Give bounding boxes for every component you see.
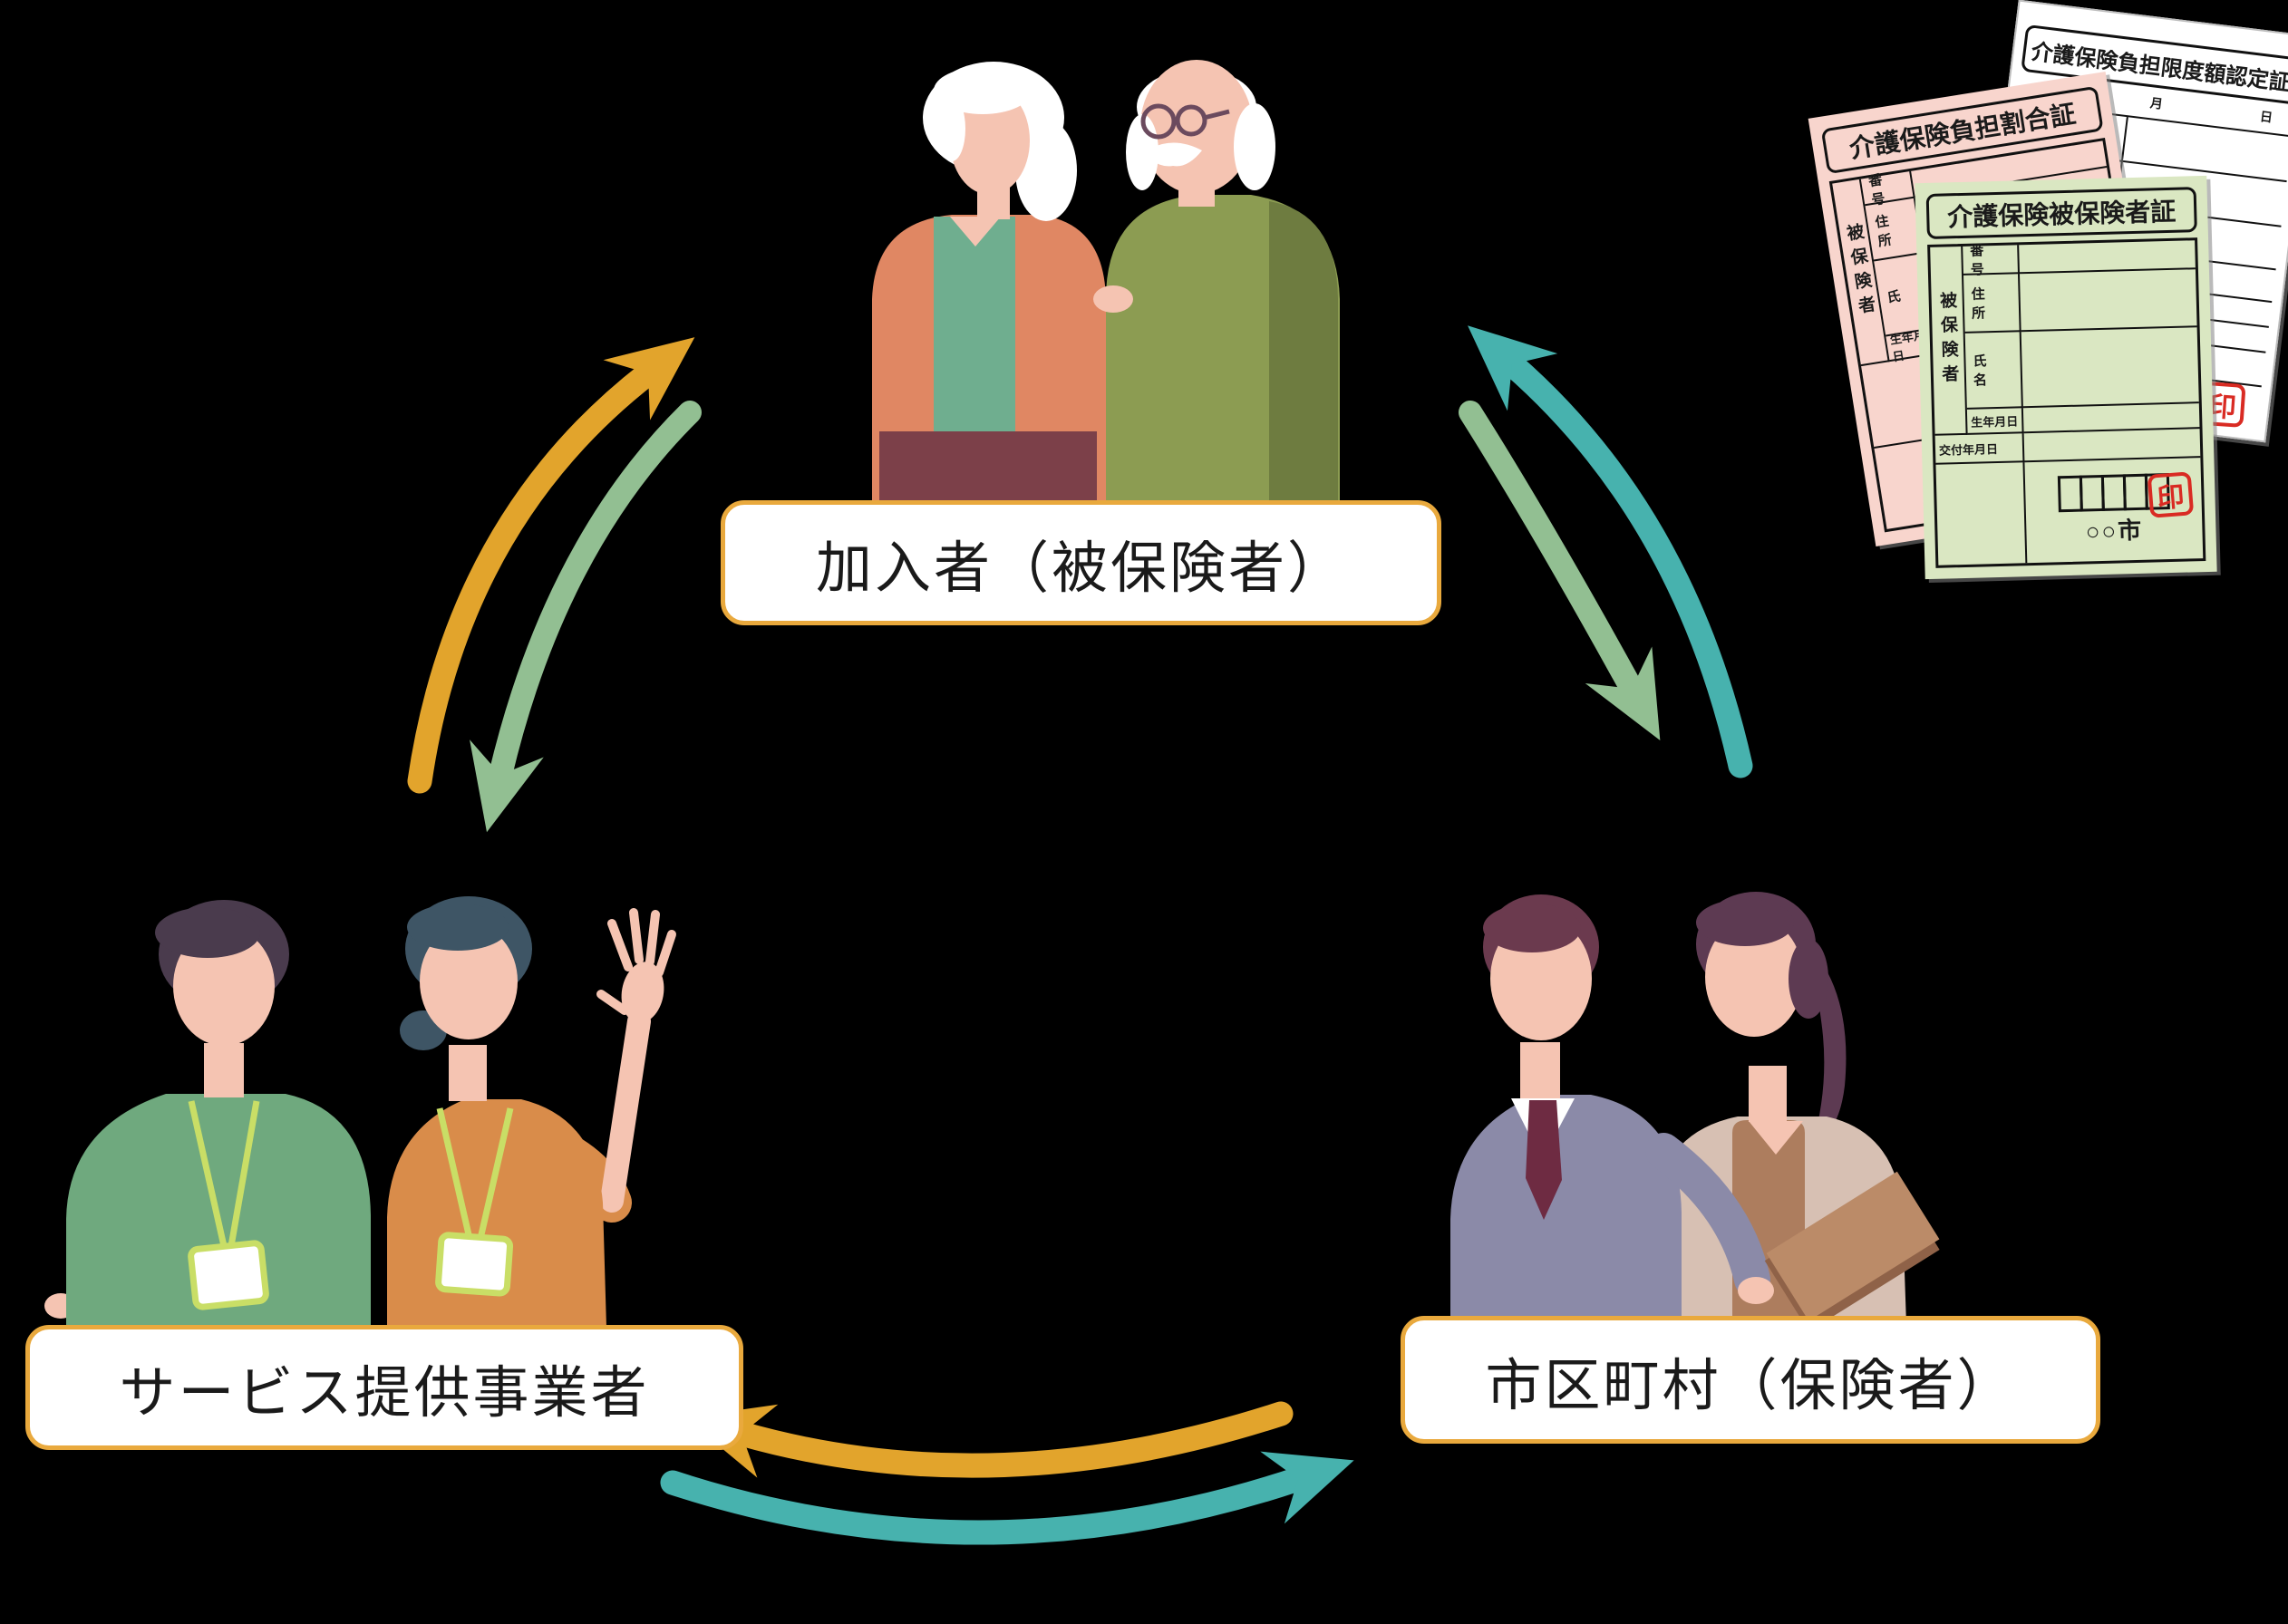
elderly-woman [872,62,1133,508]
lanyard [436,1107,514,1243]
holder-vertical-label: 被保険者 [1930,246,1968,436]
insured-label-text: 加入者（被保険者） [815,537,1346,600]
node-label-municipality: 市区町村（保険者） [1401,1316,2100,1444]
necktie [1526,1100,1562,1220]
card-title: 介護保険被保険者証 [1925,187,2197,239]
municipal-woman-face [1705,917,1803,1037]
arrow-municipality-to-insured [1468,325,1753,778]
arrow-provider-to-insured [407,337,695,794]
id-badge-icon [435,1232,514,1297]
care-worker-woman-face [420,923,518,1039]
arrow-provider-to-municipality [660,1451,1354,1545]
elderly-man-face [1140,60,1253,194]
node-label-insured: 加入者（被保険者） [721,500,1441,625]
issue-date-label: 交付年月日 [1934,433,2025,465]
clipboard-icon [1764,1171,1940,1325]
care-worker-man [44,900,371,1328]
city-text: ○○市 [2085,516,2144,546]
elderly-couple-illustration [872,60,1340,508]
care-workers-illustration [44,896,676,1328]
arrow-insured-to-provider [470,401,702,833]
glasses-icon [1140,103,1230,140]
care-worker-woman [387,896,676,1328]
arrow-insured-to-municipality [1459,401,1661,740]
seal-icon: 印 [2147,471,2195,518]
id-badge-icon [188,1240,269,1310]
card-table: 被保険者 番 号 住 所 氏 名 生年月日 交付年月日 ○○市 印 [1927,237,2206,568]
provider-label-text: サービス提供事業者 [119,1362,650,1425]
municipal-staff-illustration [1450,892,1940,1325]
open-hand [596,908,676,1015]
lanyard [188,1100,260,1247]
node-label-provider: サービス提供事業者 [25,1325,743,1450]
municipality-label-text: 市区町村（保険者） [1485,1354,2016,1417]
elderly-man [1106,60,1340,508]
arrow-municipality-to-provider [684,1401,1294,1478]
insured-person-card: 介護保険被保険者証 被保険者 番 号 住 所 氏 名 生年月日 交付年月日 ○○… [1915,175,2217,580]
mustache [1144,142,1202,167]
municipal-man [1450,894,1940,1325]
